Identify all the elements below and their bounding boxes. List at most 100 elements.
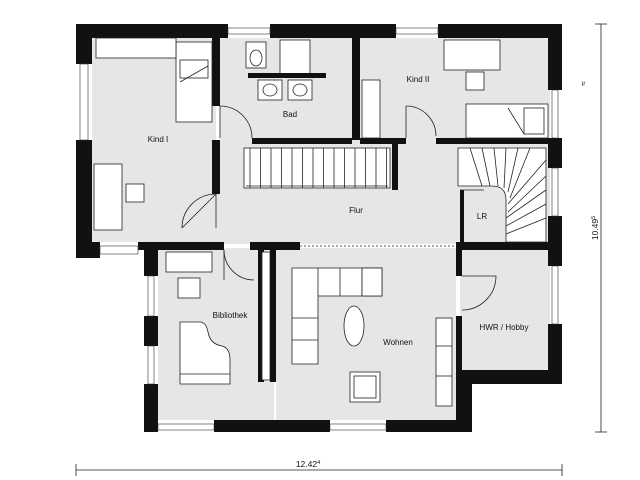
wardrobe-kind1 — [95, 37, 177, 59]
wall-kind1-bad — [212, 38, 220, 106]
toilet-bowl — [249, 49, 263, 67]
window-bottom-bib — [157, 423, 215, 431]
wall-hwr-bottom — [456, 370, 562, 384]
bibliothek-furniture — [165, 251, 271, 385]
dimension-width: 12.424 — [75, 459, 563, 476]
dim-height-sup: 5 — [591, 216, 597, 219]
wall-kind1-flur — [212, 140, 220, 194]
wall-flur-bottom-a — [250, 242, 300, 250]
stair-treads — [249, 148, 387, 188]
wohnen-furniture — [291, 245, 456, 407]
wall-top-a — [76, 24, 228, 38]
wall-right-hwr — [548, 324, 562, 384]
bed-kind2-pillow — [523, 107, 545, 135]
bookshelf-bibliothek — [261, 251, 271, 381]
wall-wohnen-hwr-2 — [456, 316, 462, 376]
armchair-seat — [353, 375, 377, 399]
stair-winder-lines — [469, 147, 547, 235]
chair-kind2 — [465, 71, 485, 91]
chair-kind1 — [125, 183, 145, 203]
door-kind2 — [405, 105, 437, 137]
wall-flur-bottom-b — [456, 242, 548, 250]
wall-left-step — [76, 242, 100, 258]
staircase — [243, 147, 547, 243]
dim-width-sup: 4 — [317, 460, 320, 466]
kind1-furniture — [93, 37, 213, 231]
door-bibliothek — [223, 249, 255, 281]
bed-kind1-cover — [179, 65, 209, 83]
dim-height-value: 10.49 — [590, 219, 600, 241]
wall-bib-left-a — [144, 242, 158, 276]
label-bibliothek: Bibliothek — [213, 311, 249, 320]
window-top-kind2 — [395, 27, 439, 35]
wall-lr-left — [460, 190, 464, 242]
wall-kind2-flur-b — [436, 138, 548, 144]
armrest — [361, 267, 383, 297]
door-bad — [219, 105, 253, 139]
desk-kind2 — [443, 39, 501, 71]
wall-hwr-right-low — [456, 370, 472, 432]
window-bib-left-a — [147, 275, 155, 317]
shower — [279, 39, 311, 75]
desk-kind1 — [93, 163, 123, 231]
sideboard — [435, 317, 453, 407]
label-lr: LR — [477, 212, 487, 221]
dim-height-label: 10.495 — [590, 216, 600, 240]
wall-stair-right — [392, 144, 398, 190]
wall-top-c — [438, 24, 562, 38]
window-right-hwr — [551, 265, 559, 325]
door-hwr — [461, 275, 497, 311]
bed-kind1-pillow — [179, 59, 209, 79]
wall-right-mid — [548, 138, 562, 168]
label-kind2: Kind II — [407, 75, 430, 84]
door-kind1 — [181, 193, 217, 229]
label-hwr: HWR / Hobby — [480, 323, 529, 332]
wall-kind2-flur-a — [360, 138, 406, 144]
desk-bibliothek — [165, 251, 213, 273]
wall-right-upper — [548, 24, 562, 90]
piano — [179, 321, 231, 385]
wall-step-b — [138, 242, 224, 250]
windows — [79, 27, 559, 431]
window-bottom-wohnen — [329, 423, 387, 431]
label-bad: Bad — [283, 110, 297, 119]
wall-left-upper — [76, 24, 92, 64]
floor-bibliothek — [158, 248, 274, 420]
wall-top-b — [270, 24, 396, 38]
floor-hwr — [460, 248, 550, 370]
dim-height-mark: ≈ — [578, 81, 588, 86]
stair-winder — [457, 147, 547, 243]
dim-width-label: 12.424 — [296, 459, 320, 469]
wall-left-mid — [76, 140, 92, 258]
label-wohnen: Wohnen — [383, 338, 413, 347]
wall-bib-wohnen-2 — [258, 248, 264, 382]
sink-right-basin — [292, 83, 308, 97]
window-top-bad — [227, 27, 271, 35]
wall-bottom-b — [214, 420, 330, 432]
wall-bad-flur — [252, 138, 352, 144]
wall-bad-kind2 — [352, 38, 360, 140]
wardrobe-kind2 — [361, 79, 381, 139]
wall-bottom-c — [386, 420, 472, 432]
room-labels: Kind I Bad Kind II Flur LR Bibliothek Wo… — [148, 75, 529, 347]
bad-fixtures — [245, 39, 326, 101]
label-kind1: Kind I — [148, 135, 168, 144]
dimension-height: 10.495 ≈ — [578, 23, 607, 433]
coffee-table — [343, 305, 365, 347]
stair-straight-flight — [243, 147, 391, 189]
wall-right-low — [548, 216, 562, 266]
window-right-kind2 — [551, 89, 559, 139]
chair-bibliothek — [177, 277, 201, 299]
window-right-flur — [551, 167, 559, 217]
bed-kind2-cover — [507, 107, 525, 135]
wall-bottom-a — [144, 420, 158, 432]
bed-kind1 — [175, 41, 213, 123]
kind2-furniture — [361, 39, 549, 139]
wall-bib-wohnen — [270, 248, 276, 382]
floors — [92, 38, 550, 420]
window-left-kind1 — [79, 63, 89, 141]
window-bib-left-b — [147, 345, 155, 385]
walls — [76, 24, 562, 432]
doors — [181, 105, 497, 311]
